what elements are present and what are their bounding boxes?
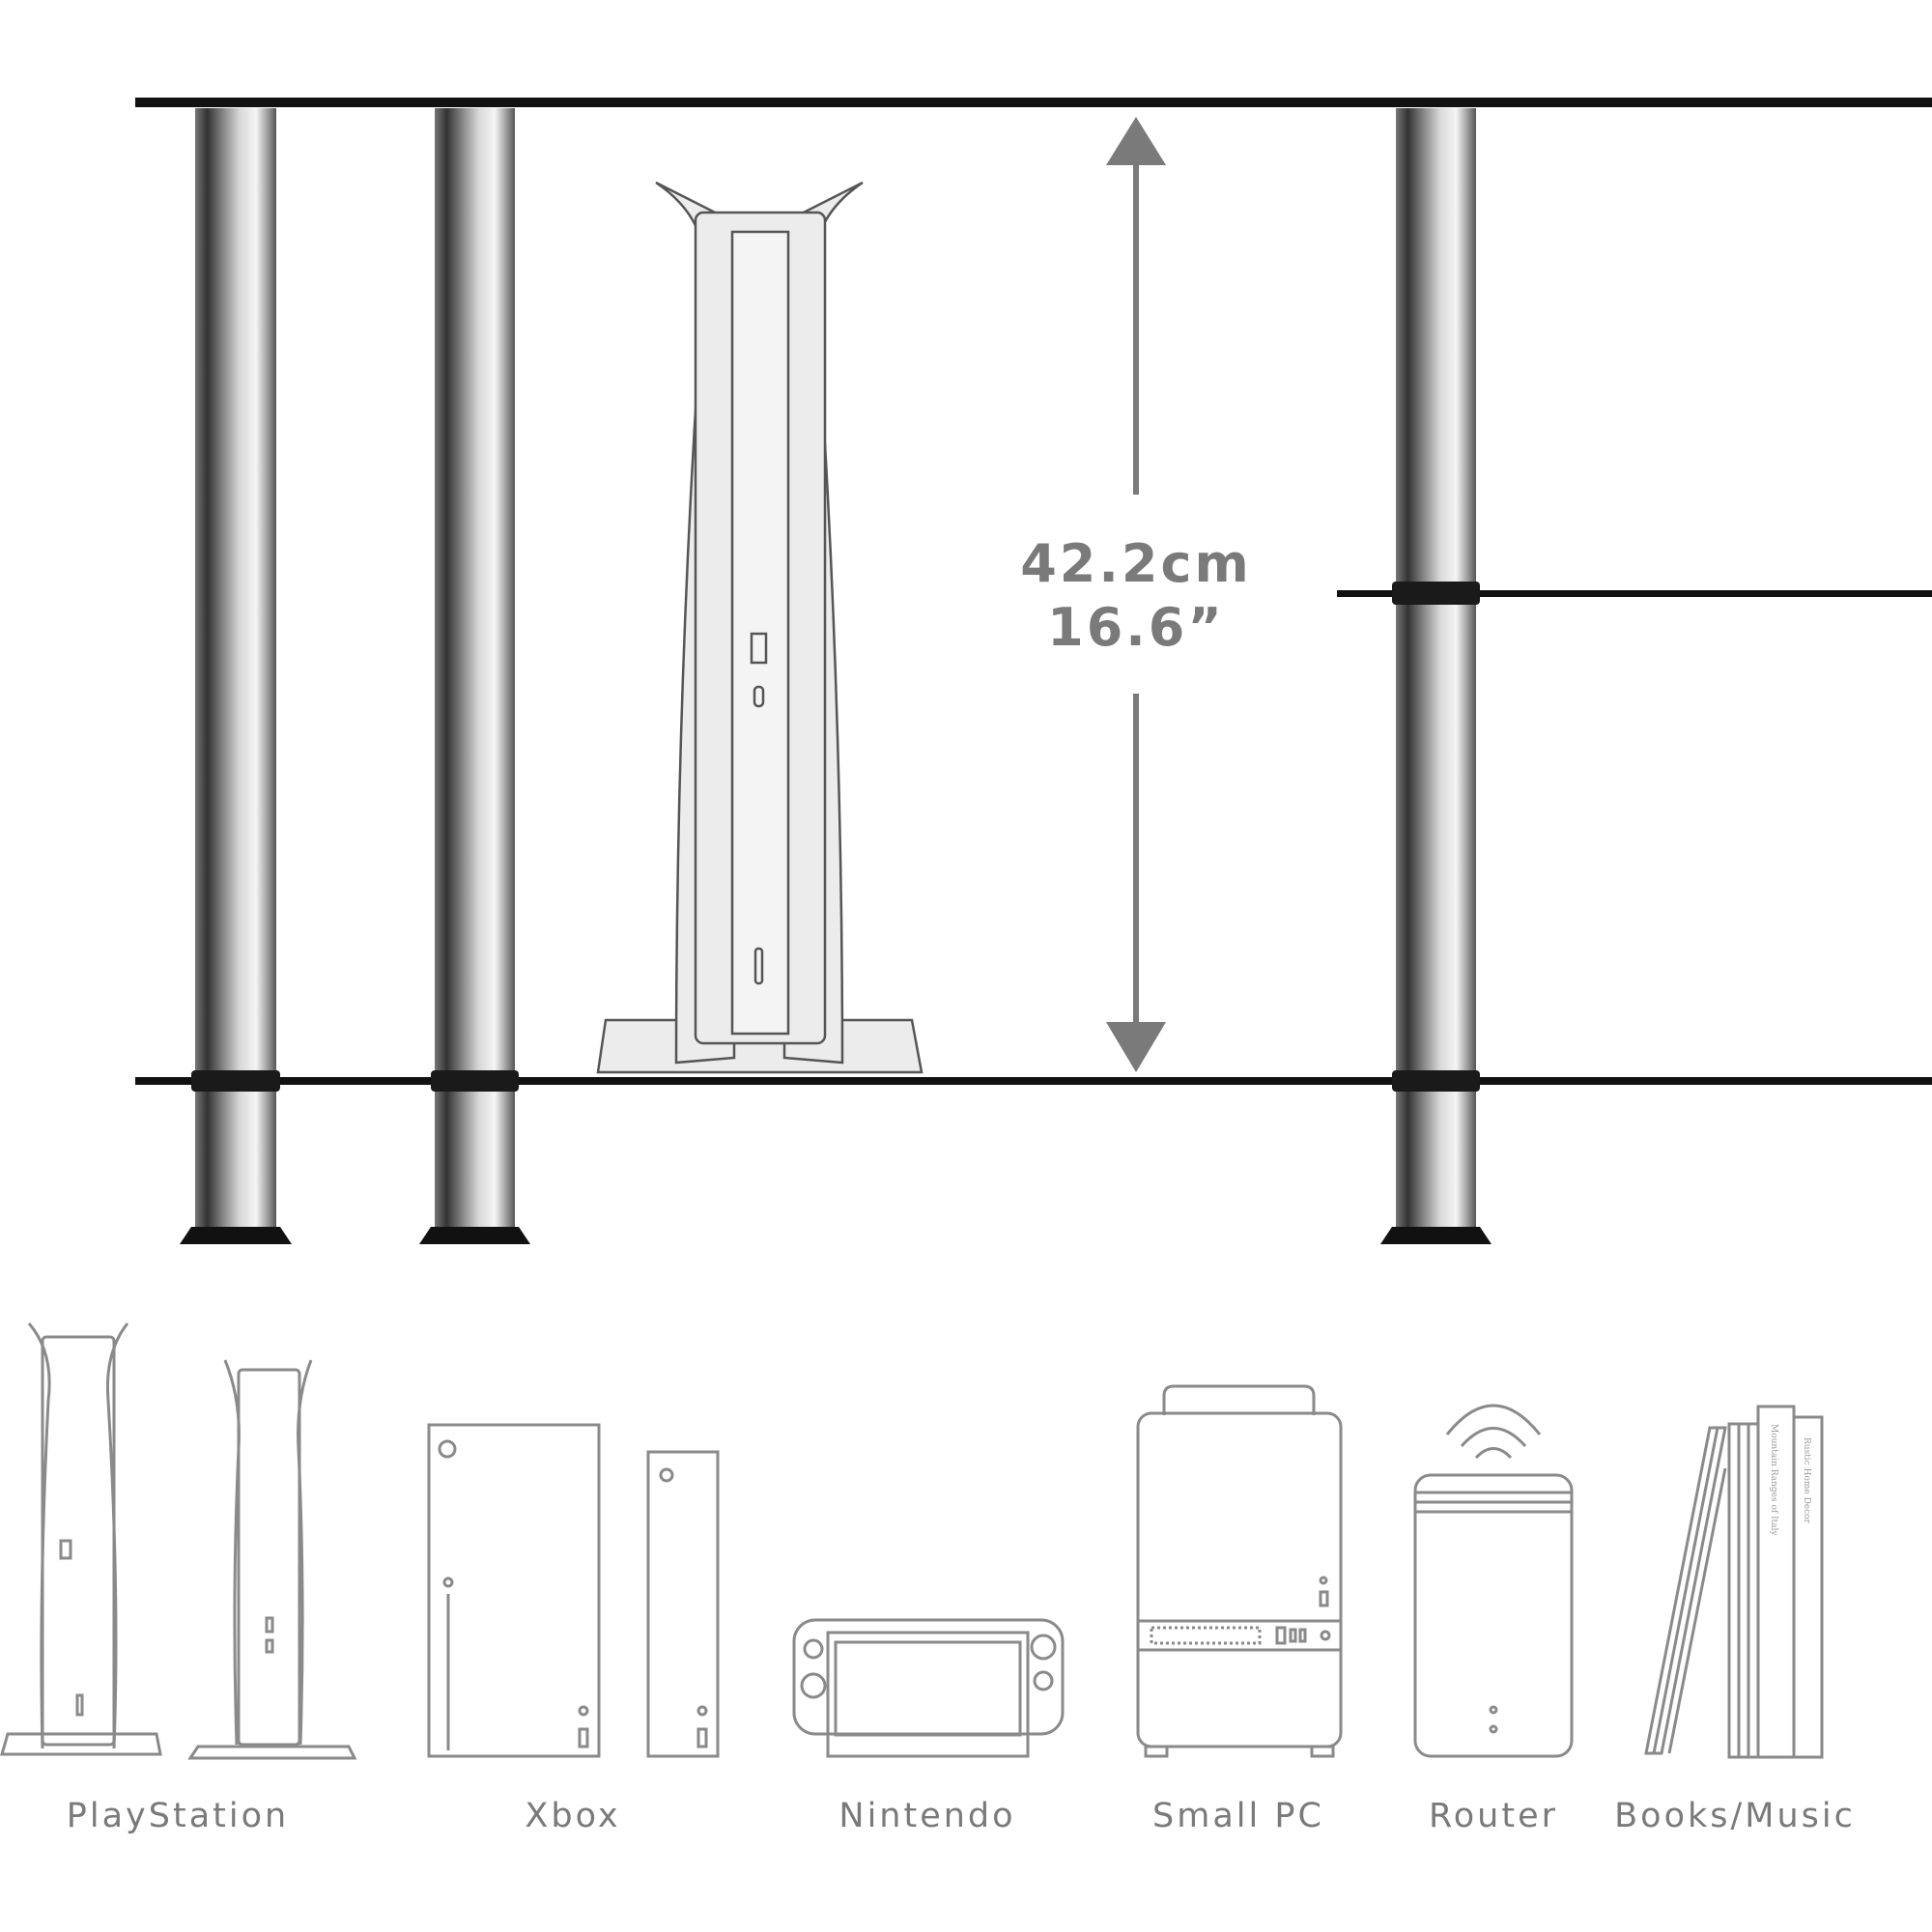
arrow-down-icon [1106,1022,1166,1072]
stand-posts [180,108,1492,1244]
top-shelf [135,98,1932,107]
label-books-music: Books/Music [1614,1797,1856,1835]
playstation-icons [0,1322,357,1760]
label-small-pc: Small PC [1152,1797,1324,1835]
book-spine-title: Mountain Ranges of Italy [1769,1424,1778,1536]
label-router: Router [1429,1797,1558,1835]
middle-shelf [1337,590,1932,597]
foot [419,1227,530,1244]
shelves [135,98,1932,1092]
books-icon: Mountain Ranges of Italy Rustic Home Dec… [1644,1405,1824,1759]
clamp [1392,582,1480,605]
post [435,108,515,1234]
nintendo-icon [792,1618,1065,1758]
clamp [191,1070,280,1092]
router-icon [1413,1404,1574,1758]
height-metric: 42.2cm [1020,533,1252,594]
clamp [1392,1070,1480,1092]
height-arrow [1106,117,1166,1072]
wifi-icon [1445,1404,1542,1460]
post [1396,108,1476,1234]
foot [180,1227,292,1244]
height-imperial: 16.6” [1047,597,1225,658]
playstation-console-on-shelf [596,181,923,1074]
arrow-up-icon [1106,117,1166,165]
post [195,108,276,1234]
label-xbox: Xbox [525,1797,620,1835]
book-spine-title: Rustic Home Decor [1802,1437,1811,1524]
bottom-shelf [135,1077,1932,1085]
small-pc-icon [1136,1384,1343,1758]
label-nintendo: Nintendo [838,1797,1015,1835]
clamp [431,1070,519,1092]
foot [1380,1227,1492,1244]
xbox-icons [427,1423,720,1758]
label-playstation: PlayStation [67,1797,289,1835]
